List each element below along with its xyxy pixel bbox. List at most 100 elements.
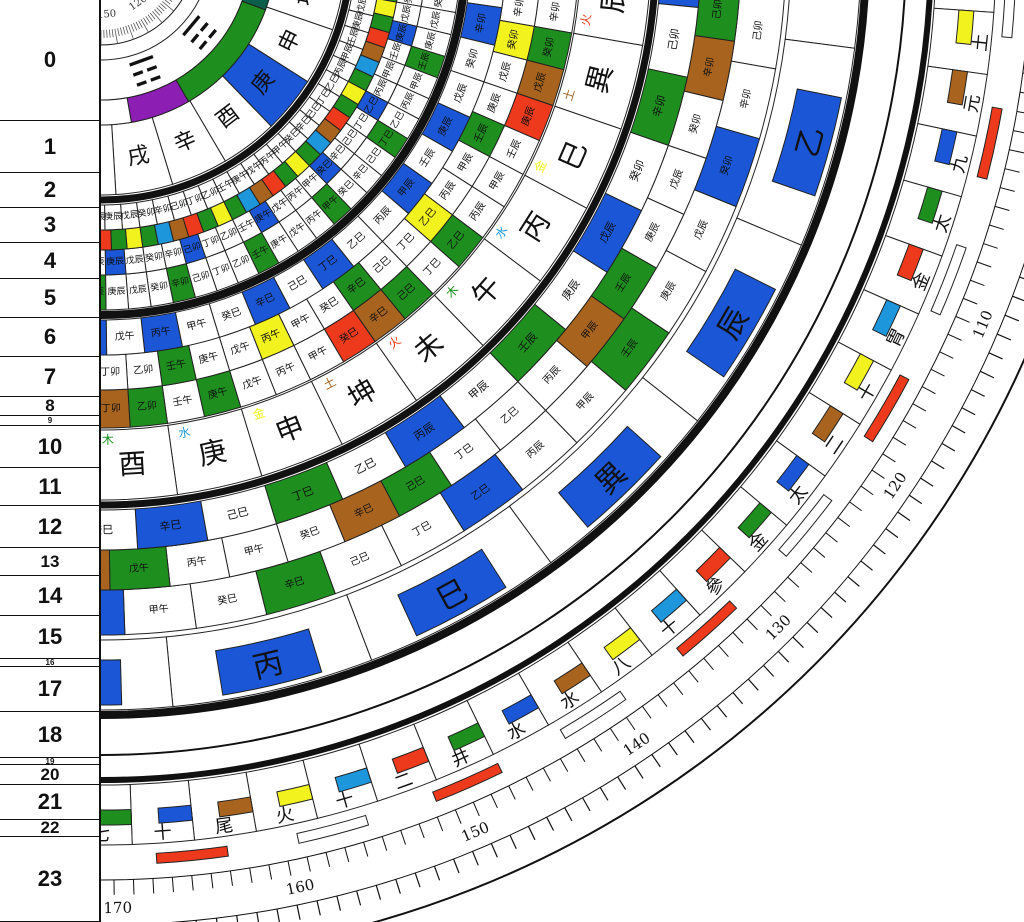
inner-scale-tick bbox=[1000, 187, 1015, 192]
inner-scale-tick bbox=[849, 501, 862, 512]
scale-tick bbox=[996, 333, 1012, 341]
ring-stem-branch-c-label: 癸巳 bbox=[101, 522, 113, 536]
degree-label: 160 bbox=[284, 875, 316, 899]
scale-tick bbox=[873, 544, 886, 555]
ring-stem-branch-a-label: 辛卯 bbox=[737, 88, 754, 110]
inner-scale-tick bbox=[994, 205, 1010, 211]
scale-tick bbox=[651, 754, 661, 768]
inner-scale-tick bbox=[673, 682, 684, 695]
inner-scale-tick bbox=[688, 670, 699, 683]
scale-tick bbox=[471, 851, 479, 866]
scale-tick bbox=[316, 900, 321, 916]
inner-scale-tick bbox=[860, 485, 874, 496]
inner-scale-tick bbox=[837, 517, 851, 527]
ring-detail-a-label: 辛卯 bbox=[547, 1, 563, 23]
inner-dial-tick bbox=[158, 5, 165, 12]
inner-scale-tick bbox=[490, 794, 498, 809]
inner-scale-tick bbox=[609, 727, 619, 742]
inner-scale-tick bbox=[930, 368, 945, 377]
scale-tick bbox=[509, 834, 517, 849]
scale-tick bbox=[961, 407, 976, 416]
inner-scale-tick bbox=[718, 645, 729, 658]
red-marker-segment bbox=[432, 762, 503, 802]
ring-detail-b-label: 丁卯 bbox=[101, 366, 120, 378]
inner-dial-tick bbox=[106, 29, 108, 38]
inner-scale-tick bbox=[970, 279, 985, 287]
inner-scale-tick bbox=[882, 453, 896, 463]
inner-scale-tick bbox=[871, 469, 885, 479]
inner-scale-tick bbox=[436, 816, 444, 832]
scale-tick bbox=[356, 890, 362, 906]
inner-scale-tick bbox=[454, 809, 462, 824]
inner-scale-tick bbox=[210, 873, 214, 889]
inner-dense-b-label: 戊辰 bbox=[125, 253, 144, 267]
scale-tick bbox=[433, 865, 441, 881]
inner-scale-tick bbox=[800, 562, 813, 573]
outer-element-strip bbox=[917, 186, 943, 224]
inner-branch-label: 坤 bbox=[292, 0, 321, 8]
inner-scale-tick bbox=[287, 860, 292, 876]
inner-dial-tick bbox=[145, 16, 151, 24]
scale-tick bbox=[490, 843, 498, 858]
mid-blue-block bbox=[771, 88, 842, 197]
degree-label: 150 bbox=[459, 818, 492, 846]
ring-stem-branch-c-label: 辛巳 bbox=[159, 517, 183, 534]
inner-dense-a-label: 庚辰 bbox=[107, 285, 126, 298]
inner-scale-tick bbox=[171, 877, 174, 893]
inner-dial-tick bbox=[164, 0, 171, 5]
degree-label: 120 bbox=[880, 469, 911, 503]
ring-detail-c-label: 辛卯 bbox=[472, 12, 489, 34]
red-marker-segment bbox=[675, 600, 738, 657]
inner-scale-tick bbox=[813, 547, 826, 558]
ring-stem-branch-b: 乙卯丁卯己卯辛卯癸卯戊辰庚辰壬辰甲辰丙辰乙巳丁巳己巳辛巳癸巳甲午丙午戊午庚午壬午 bbox=[101, 0, 740, 591]
inner-scale-tick bbox=[268, 864, 273, 880]
ring-detail-c: 乙卯丁卯己卯辛卯癸卯戊辰庚辰壬辰甲辰丙辰乙巳丁巳己巳辛巳癸巳甲午丙午戊午庚午壬午 bbox=[101, 0, 504, 356]
outer-element-strip bbox=[603, 626, 641, 661]
outer-element-strip bbox=[447, 722, 486, 752]
outer-element-strip bbox=[695, 546, 732, 583]
inner-scale-tick bbox=[1009, 149, 1024, 154]
scale-tick bbox=[908, 494, 923, 505]
scale-tick bbox=[763, 664, 775, 677]
outer-character-label: 太 bbox=[930, 212, 956, 236]
inner-scale-tick bbox=[921, 386, 936, 395]
scale-tick bbox=[897, 511, 911, 522]
scale-tick bbox=[617, 776, 627, 790]
scale-tick bbox=[546, 816, 555, 831]
ring-index-row: 16 bbox=[0, 658, 100, 667]
scale-tick bbox=[684, 730, 695, 744]
inner-scale-tick bbox=[760, 604, 772, 617]
red-marker-segment bbox=[155, 845, 229, 864]
inner-scale-tick bbox=[363, 842, 369, 857]
outer-character-label: 十 bbox=[333, 788, 356, 813]
inner-scale-tick bbox=[1019, 91, 1024, 94]
inner-scale-tick bbox=[976, 261, 992, 268]
scale-tick bbox=[527, 826, 536, 841]
scale-tick bbox=[716, 705, 728, 718]
inner-scale-tick bbox=[939, 351, 954, 359]
outer-element-strip bbox=[276, 783, 314, 808]
red-marker-segment bbox=[1001, 0, 1016, 39]
scale-tick bbox=[599, 787, 609, 801]
scale-tick bbox=[860, 560, 873, 571]
inner-dial-tick bbox=[119, 27, 123, 36]
inner-dial-tick bbox=[125, 25, 129, 34]
scale-tick bbox=[336, 895, 342, 911]
ring-detail-a-label: 壬午 bbox=[172, 393, 194, 409]
ring-detail-c-label: 戊午 bbox=[114, 329, 135, 343]
outer-element-strip bbox=[217, 796, 254, 818]
compass-svg: 100110120130140150160170180十六少土元九太金胃十二太金… bbox=[101, 0, 1024, 922]
element-label: 金 bbox=[531, 157, 550, 174]
ring-detail-b-label: 壬午 bbox=[165, 357, 187, 373]
inner-dial-tick bbox=[127, 25, 134, 40]
red-marker-segment bbox=[778, 493, 833, 558]
outer-character-label: 七 bbox=[101, 825, 110, 846]
element-label: 土 bbox=[561, 87, 578, 103]
scale-tick bbox=[634, 765, 644, 779]
scale-tick bbox=[988, 352, 1003, 360]
ring-detail-b-label: 乙卯 bbox=[133, 363, 154, 377]
scale-tick bbox=[564, 807, 573, 822]
inner-scale-tick bbox=[787, 576, 800, 588]
mid-blue-block bbox=[214, 628, 323, 696]
inner-dial-tick bbox=[117, 28, 120, 37]
